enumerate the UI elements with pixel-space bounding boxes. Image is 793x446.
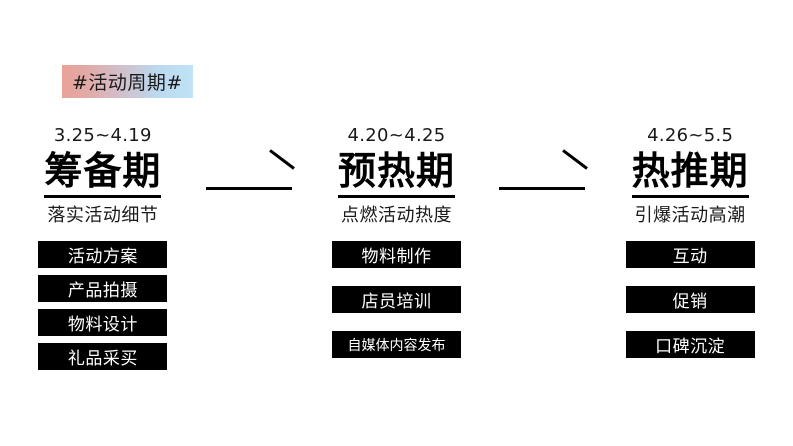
task-chip[interactable]: 自媒体内容发布 — [332, 331, 461, 358]
phase-1-subtitle: 落实活动细节 — [47, 205, 159, 226]
task-chip[interactable]: 物料制作 — [332, 241, 461, 268]
phase-2-task-list: 物料制作 店员培训 自媒体内容发布 — [294, 241, 500, 358]
task-chip[interactable]: 店员培训 — [332, 286, 461, 313]
section-banner-label: #活动周期# — [72, 72, 183, 94]
task-chip[interactable]: 口碑沉淀 — [625, 331, 755, 358]
phase-1-task-list: 活动方案 产品拍摄 物料设计 礼品采买 — [0, 241, 206, 370]
phase-3-task-list: 互动 促销 口碑沉淀 — [587, 241, 793, 358]
arrow-shaft — [205, 187, 292, 190]
phase-column-1: 3.25~4.19 筹备期 落实活动细节 活动方案 产品拍摄 物料设计 礼品采买 — [0, 125, 206, 370]
phase-3-title: 热推期 — [631, 149, 749, 198]
phase-3-subtitle: 引爆活动高潮 — [634, 205, 746, 226]
phase-column-3: 4.26~5.5 热推期 引爆活动高潮 互动 促销 口碑沉淀 — [587, 125, 793, 358]
arrow-head — [562, 149, 589, 170]
arrow-shaft — [499, 187, 586, 190]
campaign-timeline: 3.25~4.19 筹备期 落实活动细节 活动方案 产品拍摄 物料设计 礼品采买… — [0, 125, 793, 370]
phase-column-2: 4.20~4.25 预热期 点燃活动热度 物料制作 店员培训 自媒体内容发布 — [294, 125, 500, 358]
task-chip[interactable]: 促销 — [625, 286, 755, 313]
task-chip[interactable]: 礼品采买 — [38, 343, 168, 370]
phase-2-title: 预热期 — [338, 149, 456, 198]
arrow-head — [268, 149, 295, 170]
arrow-right-icon — [499, 149, 589, 207]
section-banner: #活动周期# — [62, 65, 193, 98]
phase-2-subtitle: 点燃活动热度 — [341, 205, 452, 226]
phase-1-date: 3.25~4.19 — [53, 125, 152, 146]
task-chip[interactable]: 产品拍摄 — [38, 275, 168, 302]
phase-3-date: 4.26~5.5 — [647, 125, 734, 146]
task-chip[interactable]: 互动 — [625, 241, 755, 268]
task-chip[interactable]: 活动方案 — [38, 241, 168, 268]
phase-2-date: 4.20~4.25 — [347, 125, 446, 146]
phase-1-title: 筹备期 — [44, 149, 162, 198]
task-chip[interactable]: 物料设计 — [38, 309, 168, 336]
arrow-right-icon — [205, 149, 295, 207]
